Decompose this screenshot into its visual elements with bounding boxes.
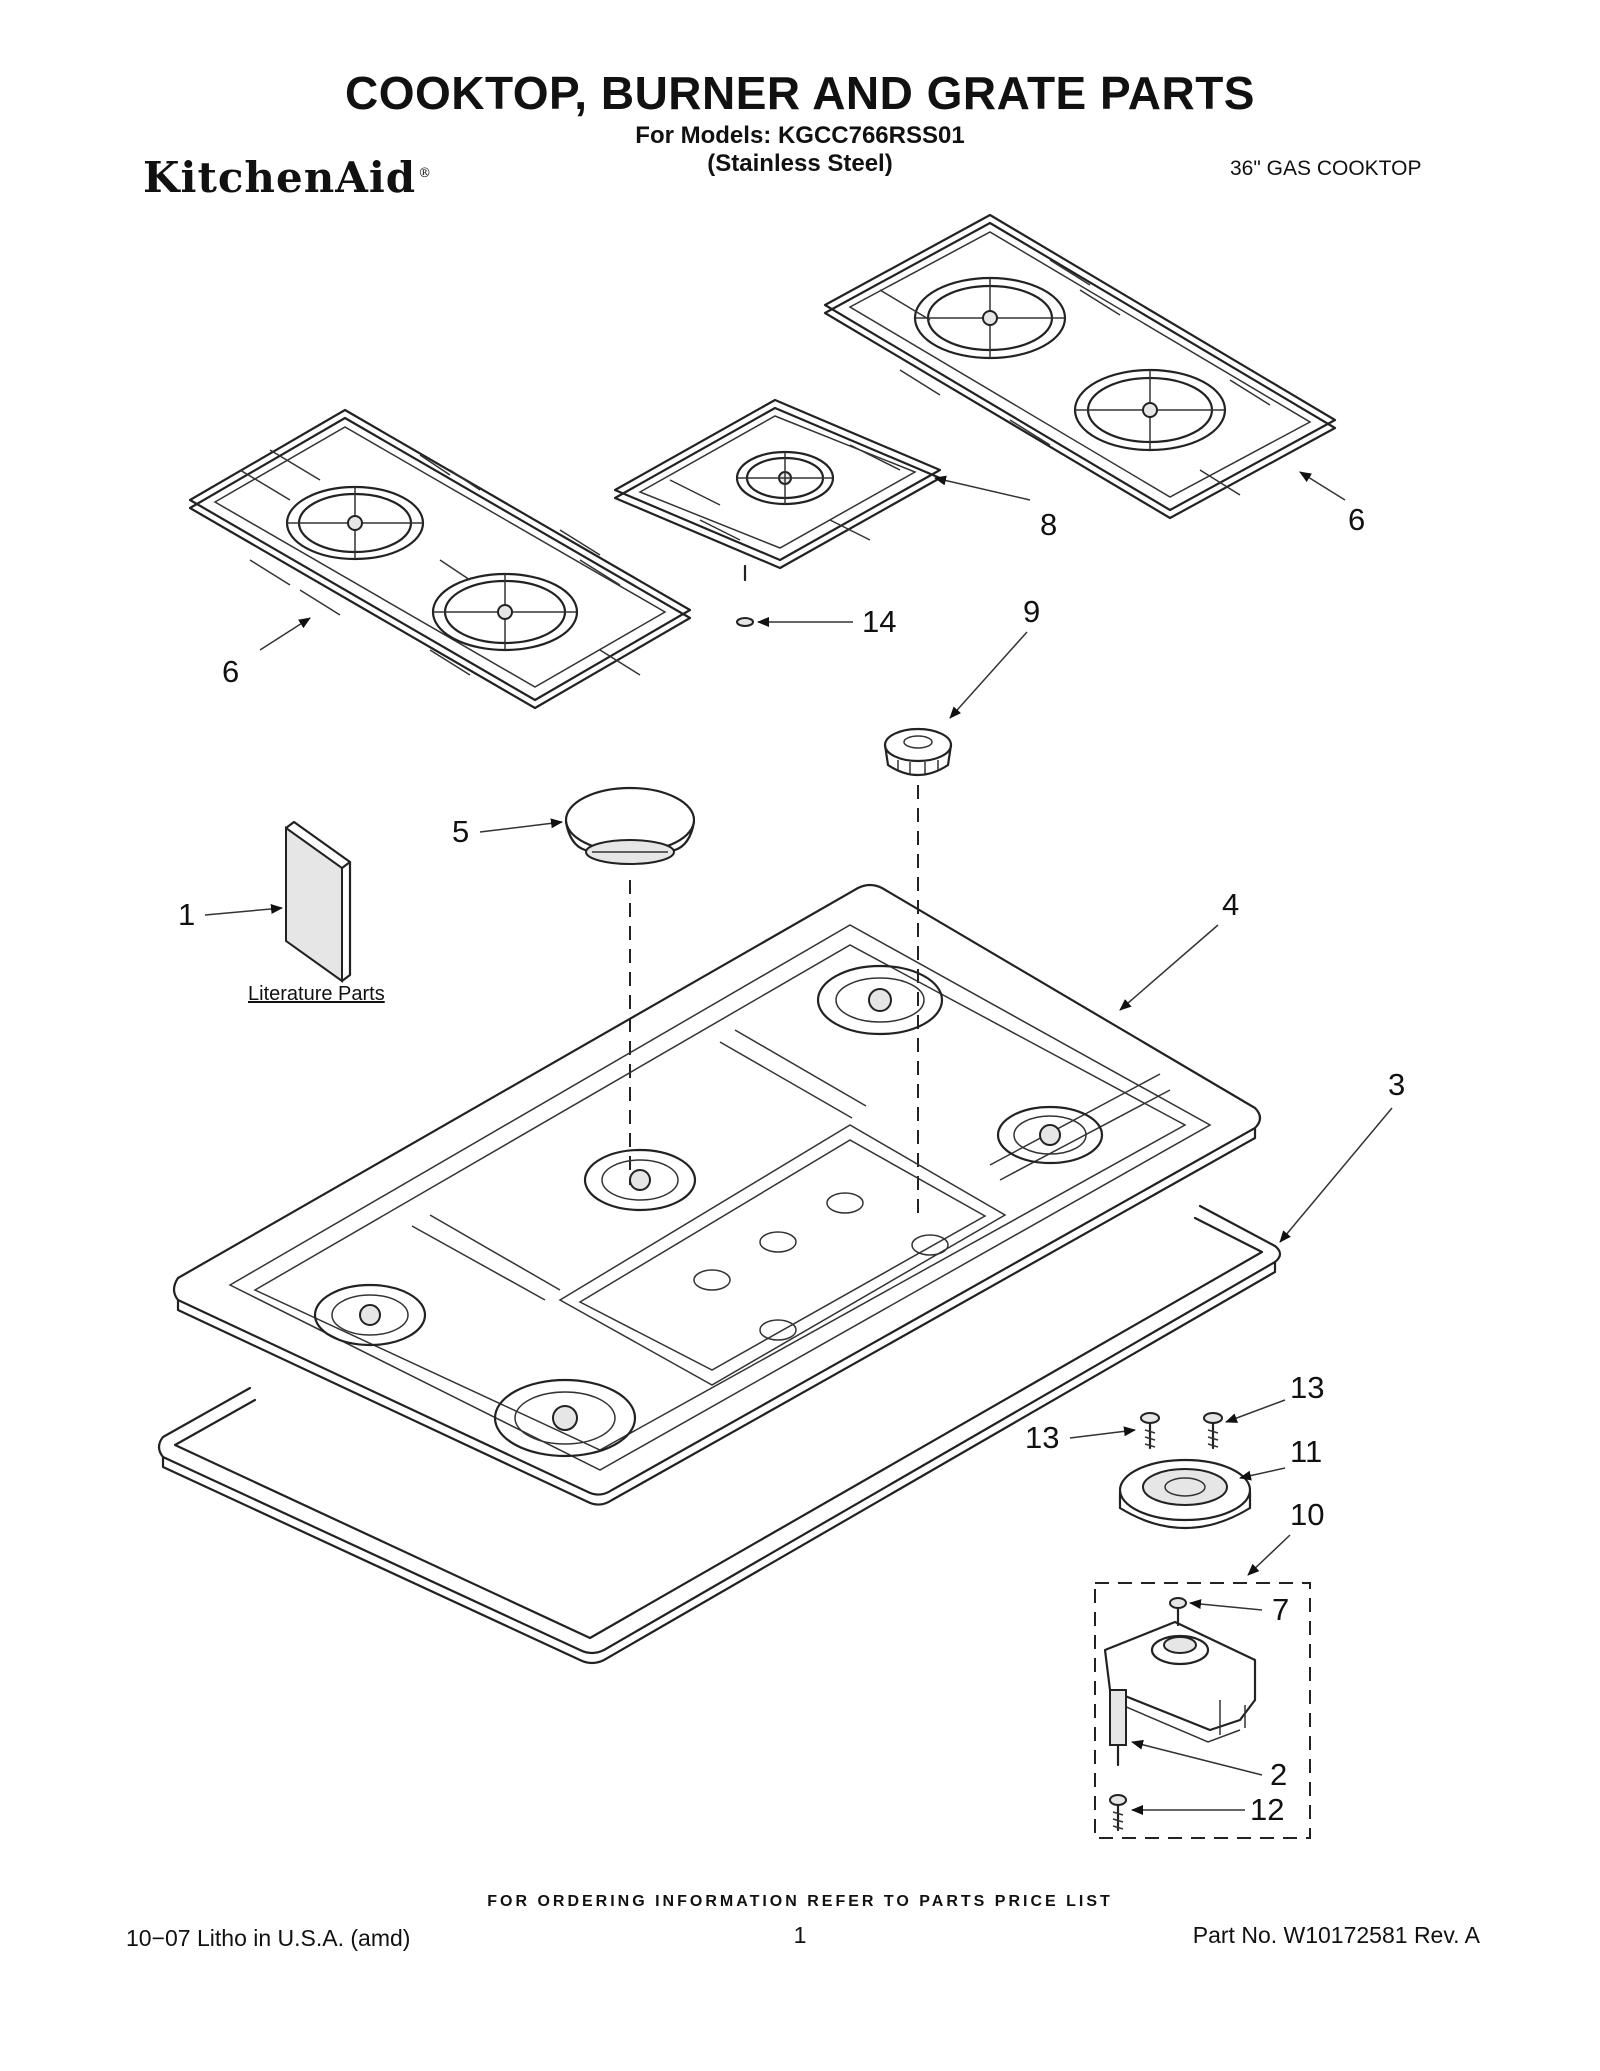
center-grate (613, 398, 942, 582)
burner-assembly-box (1094, 1582, 1311, 1839)
burner-well-front-left (313, 1283, 427, 1347)
callout-2: 2 (1270, 1757, 1287, 1792)
burner-well-rear-large (816, 964, 944, 1036)
screw-left (1140, 1412, 1160, 1450)
page-number: 1 (793, 1922, 807, 1948)
burner-valve-assembly (1103, 1597, 1257, 1767)
callout-10: 10 (1290, 1497, 1324, 1532)
cooktop-gasket (157, 1204, 1282, 1665)
callout-4: 4 (1222, 887, 1239, 922)
callout-14: 14 (862, 604, 896, 639)
part-number: Part No. W10172581 Rev. A (1192, 1922, 1480, 1948)
burner-well-rear-right (996, 1105, 1104, 1165)
burner-well-front-large (493, 1378, 637, 1458)
literature-booklet (284, 820, 352, 983)
callout-9: 9 (1023, 594, 1040, 629)
callout-3: 3 (1388, 1067, 1405, 1102)
callout-6-right: 6 (1348, 502, 1365, 537)
product-type: 36" GAS COOKTOP (1230, 157, 1422, 180)
callout-8: 8 (1040, 507, 1057, 542)
screw-right (1203, 1412, 1223, 1450)
callout-13-right: 13 (1290, 1370, 1324, 1405)
finish-line: (Stainless Steel) (707, 150, 893, 177)
callout-5: 5 (452, 814, 469, 849)
literature-parts-label: Literature Parts (248, 983, 385, 1005)
model-info: For Models: KGCC766RSS01 (Stainless Stee… (600, 122, 1000, 178)
callout-6-left: 6 (222, 654, 239, 689)
burner-cap (564, 786, 696, 865)
callout-12: 12 (1250, 1792, 1284, 1827)
grate-foot (736, 617, 754, 627)
knob-positions (693, 1192, 949, 1341)
registered-mark: ® (418, 166, 433, 181)
right-grate (823, 213, 1337, 520)
callout-11: 11 (1290, 1434, 1322, 1469)
callout-13-left: 13 (1025, 1420, 1059, 1455)
page-title: COOKTOP, BURNER AND GRATE PARTS (344, 67, 1255, 119)
callout-7: 7 (1272, 1592, 1289, 1627)
brand-name: KitchenAid (143, 153, 417, 202)
litho-info: 10−07 Litho in U.S.A. (amd) (126, 1925, 411, 1951)
models-line: For Models: KGCC766RSS01 (635, 122, 965, 149)
callout-1: 1 (178, 897, 195, 932)
brand-logo: KitchenAid® (143, 153, 432, 202)
left-grate (188, 408, 692, 710)
cooktop-main-top (172, 883, 1262, 1506)
burner-base (1118, 1458, 1252, 1529)
control-knob (883, 727, 953, 776)
electrode-screw (1109, 1794, 1127, 1832)
ordering-note: FOR ORDERING INFORMATION REFER TO PARTS … (487, 1893, 1113, 1910)
burner-well-center-rear (583, 1148, 697, 1212)
